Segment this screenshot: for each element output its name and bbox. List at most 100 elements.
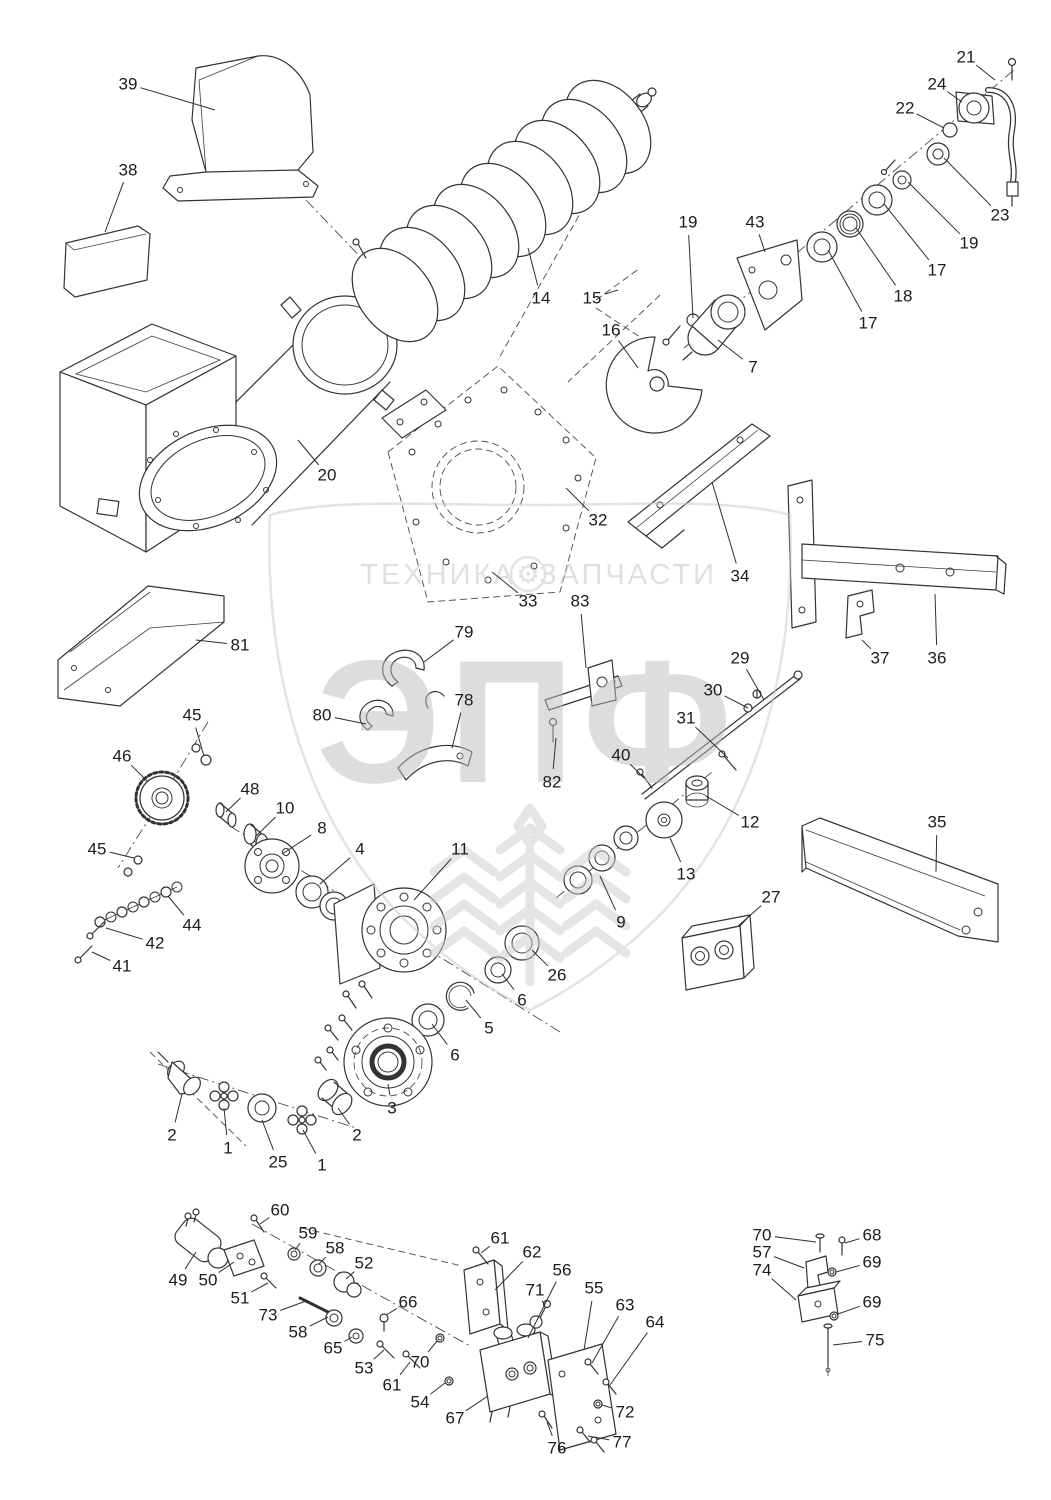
leader-line-78-25 <box>451 712 462 749</box>
part-label-23-5: 23 <box>991 206 1010 225</box>
part-label-83-20: 83 <box>571 592 590 611</box>
leader-line-56-64 <box>527 1281 557 1339</box>
part-label-15-13: 15 <box>583 289 602 308</box>
leader-line-6-49 <box>501 973 515 991</box>
leader-line-55-66 <box>583 1300 593 1351</box>
leader-line-14-12 <box>527 247 539 286</box>
leader-line-61-78 <box>399 1361 411 1376</box>
part-pin-12 <box>685 775 709 808</box>
leader-line-54-79 <box>430 1382 446 1395</box>
parts-ujoint-1-2-25 <box>157 1046 353 1135</box>
leader-line-27-43 <box>737 905 762 927</box>
part-label-58-60: 58 <box>326 1239 345 1258</box>
leader-line-77-82 <box>587 1435 610 1441</box>
part-label-19-10: 19 <box>679 213 698 232</box>
part-label-71-65: 71 <box>526 1281 545 1300</box>
part-label-16-14: 16 <box>602 321 621 340</box>
leader-line-36-22 <box>934 593 938 646</box>
part-label-36-22: 36 <box>928 649 947 668</box>
leader-line-71-65 <box>541 1300 546 1306</box>
leader-line-75-90 <box>832 1341 863 1346</box>
part-label-19-6: 19 <box>960 234 979 253</box>
part-label-30-28: 30 <box>704 681 723 700</box>
leader-line-79-24 <box>423 639 454 663</box>
part-label-61-62: 61 <box>491 1229 510 1248</box>
part-label-22-4: 22 <box>896 99 915 118</box>
part-hopper-tube-20 <box>59 295 398 553</box>
leader-line-50-70 <box>218 1261 235 1274</box>
leader-line-49-69 <box>184 1251 197 1270</box>
leader-line-29-27 <box>745 669 765 701</box>
part-label-43-11: 43 <box>746 213 765 232</box>
part-label-64-68: 64 <box>646 1313 665 1332</box>
part-bracket-43 <box>736 239 803 331</box>
part-label-37-21: 37 <box>871 649 890 668</box>
line-art <box>57 55 1019 1453</box>
leader-line-6-51 <box>431 1023 448 1045</box>
part-label-4-37: 4 <box>355 840 364 859</box>
leader-line-4-37 <box>319 857 351 885</box>
leader-line-21-2 <box>975 64 996 81</box>
gear-icon: ⚙ <box>516 560 539 590</box>
leader-line-43-11 <box>758 234 766 253</box>
part-label-76-81: 76 <box>548 1439 567 1458</box>
leader-line-74-86 <box>771 1278 797 1301</box>
part-label-59-59: 59 <box>299 1224 318 1243</box>
part-label-31-29: 31 <box>677 709 696 728</box>
leader-line-62-63 <box>494 1260 524 1291</box>
part-label-67-80: 67 <box>446 1409 465 1428</box>
part-label-27-43: 27 <box>762 888 781 907</box>
part-cylinder-7 <box>662 294 746 356</box>
part-label-3-52: 3 <box>387 1099 396 1118</box>
part-label-25-55: 25 <box>269 1153 288 1172</box>
part-label-58-73: 58 <box>289 1323 308 1342</box>
part-label-49-69: 49 <box>169 1271 188 1290</box>
part-label-51-71: 51 <box>231 1289 250 1308</box>
leader-line-44-45 <box>167 895 185 916</box>
part-chain-44 <box>74 881 183 964</box>
leader-line-41-47 <box>91 951 111 961</box>
part-plate-38 <box>63 225 151 298</box>
part-deflector-81 <box>57 585 225 707</box>
leader-line-30-28 <box>724 695 749 709</box>
part-label-7-15: 7 <box>748 358 757 377</box>
watermark-gear-ring <box>509 555 547 593</box>
leader-line-63-67 <box>591 1316 620 1364</box>
leader-line-58-60 <box>318 1256 327 1265</box>
leader-line-2-57 <box>337 1107 350 1125</box>
part-label-10-35: 10 <box>276 799 295 818</box>
watermark-shield <box>268 502 792 1012</box>
part-flange-plate-11 <box>333 883 447 1009</box>
part-fan-segment-16 <box>605 336 703 434</box>
part-label-40-31: 40 <box>612 746 631 765</box>
parts-rod-29-30-31 <box>636 670 803 800</box>
wheat-leaf <box>429 926 499 958</box>
part-hub-3 <box>324 1014 433 1107</box>
part-strip-82-83 <box>544 659 623 743</box>
part-label-53-76: 53 <box>355 1359 374 1378</box>
part-label-46-33: 46 <box>113 747 132 766</box>
leader-line-58-73 <box>309 1316 329 1327</box>
part-label-38-1: 38 <box>119 161 138 180</box>
part-label-33-19: 33 <box>519 592 538 611</box>
part-label-65-75: 65 <box>324 1339 343 1358</box>
wheat-leaf <box>429 845 499 877</box>
leader-line-45-32 <box>195 727 205 757</box>
part-panel-32-33 <box>381 365 597 603</box>
part-label-1-56: 1 <box>317 1156 326 1175</box>
part-label-24-3: 24 <box>928 75 947 94</box>
leader-line-52-61 <box>345 1271 355 1280</box>
part-label-17-9: 17 <box>859 314 878 333</box>
part-label-57-85: 57 <box>753 1243 772 1262</box>
leader-line-32-17 <box>565 487 590 512</box>
wheat-leaf <box>429 899 499 931</box>
leader-line-19-6 <box>907 181 961 235</box>
part-label-5-50: 5 <box>484 1019 493 1038</box>
part-label-50-70: 50 <box>199 1271 218 1290</box>
part-label-68-87: 68 <box>863 1226 882 1245</box>
part-label-72-83: 72 <box>616 1403 635 1422</box>
leader-line-70-84 <box>774 1236 817 1243</box>
part-label-35-42: 35 <box>928 813 947 832</box>
